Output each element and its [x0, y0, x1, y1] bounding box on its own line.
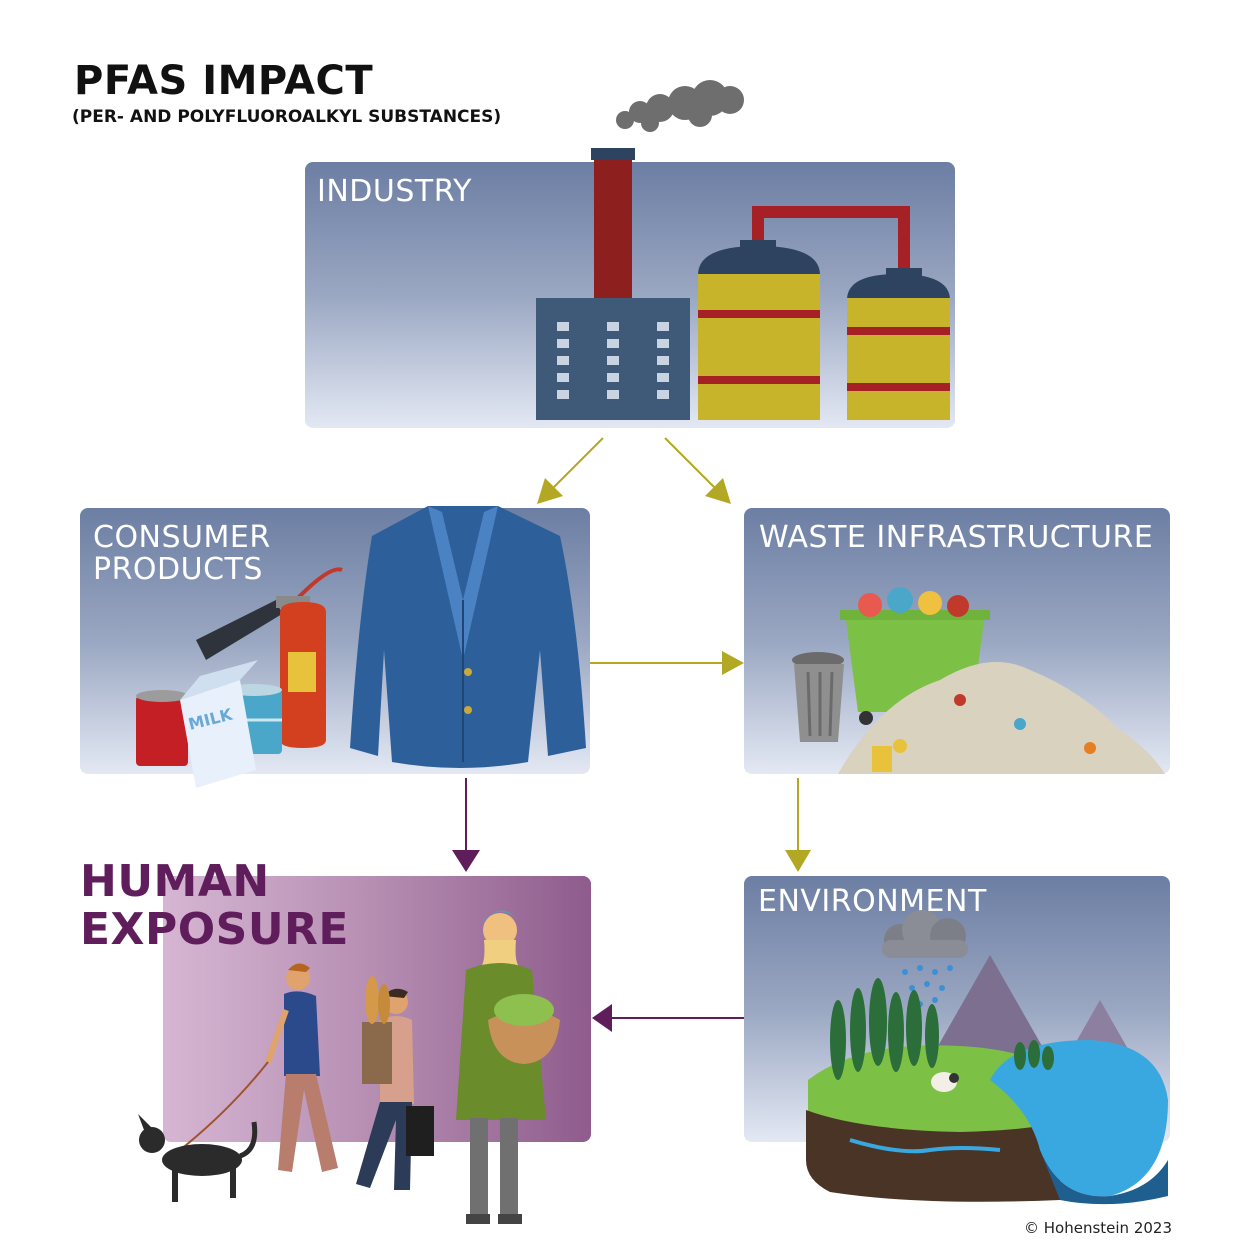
milk-carton-icon: MILK: [180, 660, 258, 788]
factory-icon: [536, 148, 950, 420]
farmer-woman-icon: [456, 910, 560, 1224]
dog-icon: [138, 1114, 258, 1202]
consumer-products-label: CONSUMER PRODUCTS: [93, 520, 271, 587]
page-title: PFAS IMPACT: [74, 58, 374, 104]
shopper-icon: [356, 976, 434, 1190]
landfill-pile-icon: [838, 662, 1165, 774]
copyright-text: © Hohenstein 2023: [1023, 1219, 1172, 1237]
smoke-icon: [616, 80, 744, 132]
page-subtitle: (PER- AND POLYFLUOROALKYL SUBSTANCES): [72, 107, 502, 127]
arrow-industry-to-consumer: [537, 437, 604, 504]
industry-label: INDUSTRY: [317, 174, 472, 209]
fire-extinguisher-icon: [196, 567, 343, 748]
waste-infrastructure-label: WASTE INFRASTRUCTURE: [759, 520, 1154, 555]
arrow-waste-to-environment: [785, 778, 811, 872]
arrow-environment-to-human: [592, 1004, 744, 1032]
dog-walker-icon: [179, 963, 338, 1172]
jacket-icon: [350, 506, 586, 768]
human-exposure-label: HUMAN EXPOSURE: [80, 856, 349, 955]
trash-can-icon: [792, 652, 844, 742]
arrow-consumer-to-human: [452, 778, 480, 872]
arrow-industry-to-waste: [664, 437, 731, 504]
environment-label: ENVIRONMENT: [758, 884, 987, 919]
arrow-consumer-to-waste: [590, 651, 744, 675]
landscape-icon: [806, 978, 1168, 1205]
